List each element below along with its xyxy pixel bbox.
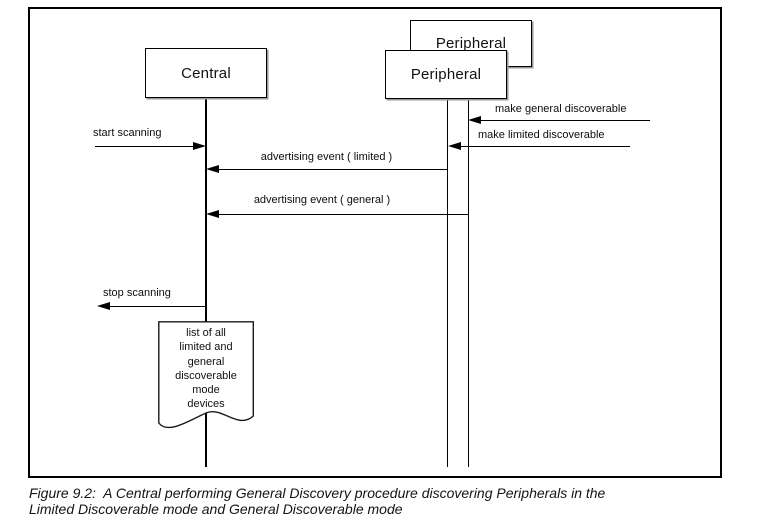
- note-line: mode: [192, 384, 220, 397]
- arrow-shaft: [479, 119, 650, 122]
- arrow-shaft: [108, 305, 206, 308]
- make-general-discoverable-arrow: [468, 116, 650, 125]
- advertising-event-limited-arrow: [206, 165, 447, 174]
- result-note-text: list of all limited and general discover…: [158, 326, 254, 412]
- peripheral-front-actor-label: Peripheral: [410, 66, 482, 83]
- arrowhead-left-icon: [448, 142, 461, 150]
- note-line: discoverable: [175, 369, 237, 382]
- peripheral-front-actor-box: Peripheral: [385, 50, 507, 99]
- result-note: list of all limited and general discover…: [158, 321, 255, 433]
- arrowhead-right-icon: [193, 142, 206, 150]
- arrowhead-left-icon: [468, 116, 481, 124]
- figure-caption: Figure 9.2: A Central performing General…: [29, 485, 606, 517]
- central-actor-box: Central: [145, 48, 267, 98]
- start-scanning-arrow: [95, 142, 206, 151]
- advertising-event-general-label: advertising event ( general ): [253, 194, 391, 206]
- central-lifeline: [205, 98, 207, 467]
- arrow-shaft: [95, 145, 195, 148]
- peripheral-back-actor-label: Peripheral: [435, 35, 507, 52]
- start-scanning-label: start scanning: [93, 127, 162, 139]
- central-actor-label: Central: [181, 64, 231, 82]
- figure-caption-line2: Limited Discoverable mode and General Di…: [29, 500, 403, 517]
- figure-caption-line1: Figure 9.2: A Central performing General…: [29, 485, 606, 501]
- arrow-shaft: [459, 145, 630, 148]
- note-line: general: [187, 355, 225, 368]
- note-line: list of all: [186, 327, 226, 339]
- advertising-event-general-arrow: [206, 210, 468, 219]
- make-general-discoverable-label: make general discoverable: [495, 103, 627, 115]
- arrow-shaft: [217, 213, 468, 216]
- arrowhead-left-icon: [206, 210, 219, 218]
- peripheral-back-lifeline: [467, 99, 470, 467]
- stop-scanning-arrow: [97, 302, 206, 311]
- arrowhead-left-icon: [97, 302, 110, 310]
- figure-frame: [28, 7, 722, 478]
- note-line: limited and: [179, 341, 233, 354]
- peripheral-front-lifeline: [446, 99, 449, 467]
- make-limited-discoverable-arrow: [448, 142, 630, 151]
- arrowhead-left-icon: [206, 165, 219, 173]
- document-shape-icon: [158, 321, 254, 429]
- stop-scanning-label: stop scanning: [103, 287, 171, 299]
- advertising-event-limited-label: advertising event ( limited ): [260, 151, 393, 163]
- arrow-shaft: [217, 168, 447, 171]
- note-line: devices: [187, 398, 225, 411]
- make-limited-discoverable-label: make limited discoverable: [478, 129, 605, 141]
